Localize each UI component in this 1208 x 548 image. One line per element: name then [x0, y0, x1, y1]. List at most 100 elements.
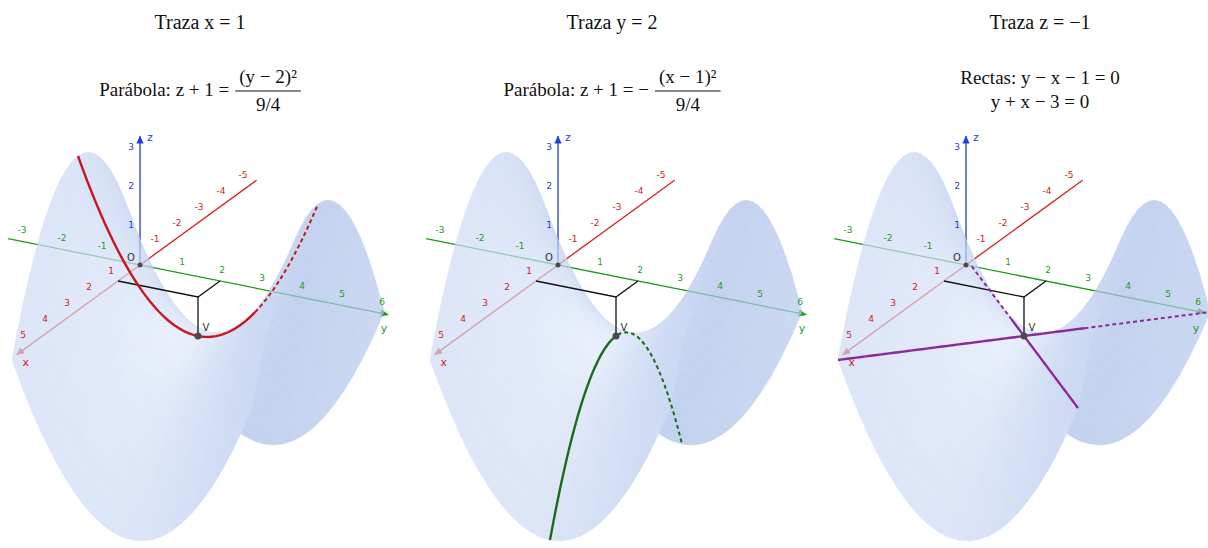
tick-label: 1	[546, 221, 552, 231]
x-axis	[17, 180, 257, 354]
surface-patch	[447, 257, 463, 306]
surface-patch	[242, 379, 258, 431]
tick-label: -4	[1043, 187, 1052, 197]
axis-label: z	[565, 132, 571, 144]
tick-label: 4	[868, 315, 874, 325]
equation: y + x − 3 = 0	[991, 92, 1090, 113]
tick-label: 5	[1165, 290, 1171, 300]
trace-curve	[550, 335, 618, 540]
tick-label: 5	[339, 290, 345, 300]
tick-label: 5	[438, 331, 444, 341]
point-label: V	[1029, 322, 1036, 333]
surface-patch	[660, 379, 676, 431]
guide-line	[615, 297, 616, 336]
tick-label: -5	[1065, 171, 1074, 181]
tick-label: -5	[657, 171, 666, 181]
point-label: V	[203, 322, 210, 333]
tick-label: -2	[999, 219, 1008, 229]
tick-label: 3	[64, 299, 70, 309]
axis-label: x	[23, 357, 30, 369]
tick-label: 5	[757, 290, 763, 300]
tick-label: -5	[239, 171, 248, 181]
tick-label: 1	[954, 221, 960, 231]
tick-label: 1	[128, 221, 134, 231]
tick-label: 2	[546, 182, 552, 192]
x-axis	[435, 180, 675, 354]
point-label: O	[127, 252, 135, 263]
surface-patch	[259, 305, 275, 350]
tick-label: 4	[299, 282, 305, 292]
fraction-bar	[655, 90, 721, 91]
surface-patch	[715, 209, 731, 239]
equation: (y − 2)²	[239, 67, 297, 88]
surface-patch	[650, 402, 666, 452]
tick-label: 3	[546, 143, 552, 153]
equation: 9/4	[676, 95, 700, 116]
tick-label: 3	[677, 274, 683, 284]
trace-curve-hidden	[1084, 312, 1208, 328]
trace-curve-hidden	[970, 264, 1012, 320]
tick-label: -2	[173, 219, 182, 229]
tick-label: 2	[504, 283, 510, 293]
guide-line	[536, 281, 638, 297]
tick-label: -3	[844, 226, 853, 236]
tick-label: 5	[20, 331, 26, 341]
surface-patch	[1074, 352, 1090, 402]
surface-patch	[671, 328, 687, 376]
surface-patch	[1079, 328, 1095, 376]
tick-label: 2	[128, 182, 134, 192]
tick-label: 3	[482, 299, 488, 309]
point-label: O	[545, 252, 553, 263]
tick-label: -1	[98, 242, 107, 252]
tick-label: 2	[86, 283, 92, 293]
surface-patch	[253, 328, 269, 376]
tick-label: 4	[717, 282, 723, 292]
tick-label: 1	[179, 258, 185, 268]
tick-label: -2	[591, 219, 600, 229]
origin-point	[964, 263, 969, 268]
equation: Parábola: z + 1 = −	[503, 80, 649, 101]
surface-patch	[248, 352, 264, 402]
surface-patch	[270, 267, 286, 308]
tick-label: 1	[934, 267, 940, 277]
tick-label: -3	[1021, 203, 1030, 213]
surface-patch	[688, 267, 704, 308]
heading: Traza z = −1	[989, 11, 1090, 33]
tick-label: 2	[954, 182, 960, 192]
surface-patch	[1123, 209, 1139, 239]
tick-label: 3	[128, 143, 134, 153]
tick-label: 3	[259, 274, 265, 284]
tick-label: 1	[1005, 258, 1011, 268]
point-label: V	[621, 322, 628, 333]
tick-label: 1	[597, 258, 603, 268]
equation: (x − 1)²	[659, 67, 717, 88]
guide-line	[1023, 297, 1024, 336]
origin-point	[556, 263, 561, 268]
vertex-point	[613, 333, 620, 340]
tick-label: 6	[379, 298, 385, 308]
trace-curve	[838, 328, 1084, 360]
point-label: O	[953, 252, 961, 263]
tick-label: -3	[436, 226, 445, 236]
tick-label: -3	[195, 203, 204, 213]
surface-patch	[677, 305, 693, 350]
tick-label: -2	[884, 234, 893, 244]
tick-label: -1	[151, 235, 160, 245]
tick-label: -3	[18, 226, 27, 236]
axis-label: y	[799, 323, 806, 335]
tick-label: -2	[58, 234, 67, 244]
equation: Parábola: z + 1 =	[99, 80, 229, 101]
tick-label: -1	[569, 235, 578, 245]
surface-patch	[29, 257, 45, 306]
saddle-surface	[430, 152, 802, 541]
tick-label: -2	[476, 234, 485, 244]
tick-label: 2	[637, 266, 643, 276]
surface-patch	[855, 257, 871, 306]
trace-curve-hidden	[618, 332, 682, 444]
fraction-bar	[235, 90, 301, 91]
equation: Rectas: y − x − 1 = 0	[960, 68, 1119, 89]
heading: Traza y = 2	[566, 11, 657, 33]
panel	[834, 136, 1208, 541]
